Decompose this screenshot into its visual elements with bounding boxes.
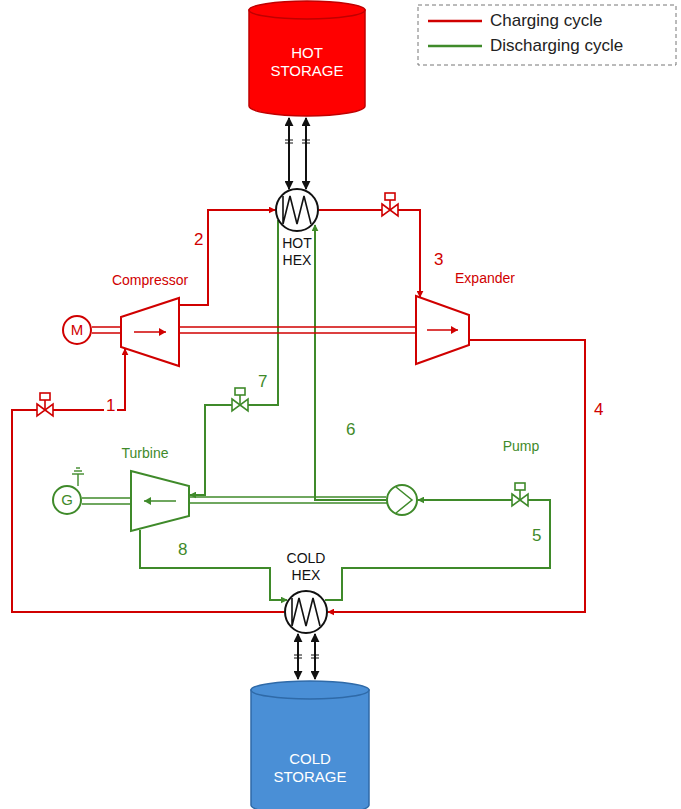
legend-text: Charging cycle (490, 11, 602, 31)
cold-storage-tank: COLD STORAGE (250, 680, 370, 809)
legend-frame (418, 5, 676, 65)
legend-sample-line (428, 45, 482, 48)
stream-number: 2 (192, 230, 205, 249)
shaft-connector (92, 327, 121, 333)
node-label: Pump (491, 438, 551, 455)
flow-connector (180, 210, 275, 305)
shaft-connector (82, 498, 130, 504)
heat-exchanger: HOT HEX (275, 188, 319, 232)
node-outline (415, 295, 470, 365)
flow-connector (190, 220, 278, 495)
node-label: G (52, 491, 82, 509)
flow-connector (12, 349, 284, 612)
node-outline (275, 188, 319, 232)
compressor-symbol: Compressor (120, 297, 180, 367)
node-label: HOT HEX (267, 235, 327, 269)
flow-connector (325, 500, 550, 600)
valve-symbol (37, 393, 53, 416)
node-outline (386, 484, 418, 516)
turbine-symbol: Turbine (130, 470, 190, 532)
flow-connector (140, 530, 287, 600)
stream-number: 4 (592, 400, 605, 419)
node-label: Turbine (110, 445, 180, 462)
node-label: M (62, 321, 92, 339)
legend-text: Discharging cycle (490, 36, 623, 56)
node-outline (120, 297, 180, 367)
node-outline (250, 680, 370, 809)
valve-symbol (512, 483, 528, 506)
motor-symbol: M (62, 315, 92, 345)
valve-symbol (232, 388, 248, 411)
node-label: COLD STORAGE (260, 750, 360, 786)
flow-connector (315, 634, 316, 679)
stream-number: 6 (344, 420, 357, 439)
flow-connector (328, 340, 585, 612)
shaft-connector (180, 327, 415, 333)
flow-connector (298, 634, 299, 679)
node-outline (284, 590, 328, 634)
stream-number: 3 (432, 250, 445, 269)
stream-number: 1 (104, 396, 117, 415)
node-label: HOT STORAGE (262, 44, 352, 80)
node-label: Expander (435, 270, 535, 287)
pump-symbol: Pump (386, 484, 418, 516)
shaft-connector (190, 497, 387, 503)
hot-storage-tank: HOT STORAGE (248, 0, 366, 116)
node-label: COLD HEX (278, 550, 334, 584)
flow-connector (319, 210, 420, 297)
flow-connector (289, 118, 290, 189)
ground-symbol (72, 468, 84, 486)
flow-connector (306, 118, 307, 189)
stream-number: 5 (530, 526, 543, 545)
stream-number: 7 (256, 372, 269, 391)
flow-connector (315, 225, 386, 500)
heat-exchanger: COLD HEX (284, 590, 328, 634)
stream-number: 8 (176, 540, 189, 559)
valve-symbol (382, 193, 398, 216)
node-outline (130, 470, 190, 532)
node-label: Compressor (95, 272, 205, 289)
expander-symbol: Expander (415, 295, 470, 365)
legend-sample-line (428, 20, 482, 23)
generator-symbol: G (52, 485, 82, 515)
